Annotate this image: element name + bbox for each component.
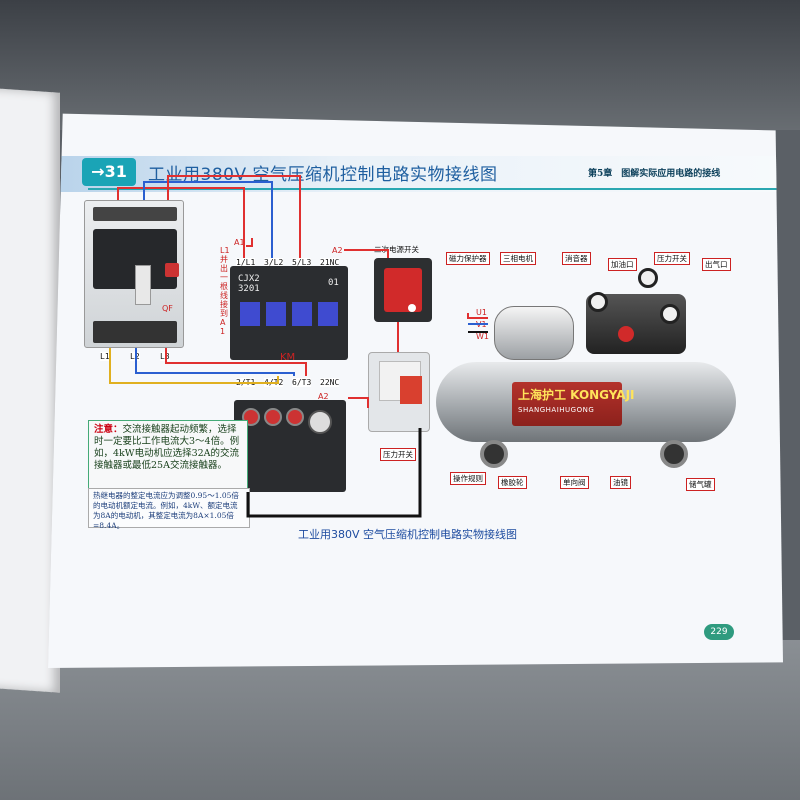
note-thermal-relay: 热继电器的整定电流应为调整0.95～1.05倍的电动机额定电流。例如，4kW、额…	[88, 488, 250, 530]
a2-top-label: A2	[332, 246, 343, 255]
brand-name: 上海护工 KONGYAJI	[518, 388, 635, 402]
l1-a1-note: L1并出一根线接到A1	[220, 246, 230, 336]
air-outlet-label: 出气口	[702, 258, 731, 271]
wheel-left	[480, 440, 508, 468]
v1-label: V1	[476, 320, 487, 329]
oil-mirror-label: 油镜	[610, 476, 631, 489]
contactor-term-5: 5/L3	[292, 258, 312, 267]
u1-label: U1	[476, 308, 487, 317]
tank-label: 储气罐	[686, 478, 715, 491]
contactor-term-22: 22NC	[320, 378, 340, 387]
breaker-out-l3: L3	[160, 352, 170, 361]
page-title: 工业用380V 空气压缩机控制电路实物接线图	[148, 165, 498, 185]
contactor-term-3: 3/L2	[264, 258, 284, 267]
rubber-wheel-label: 橡胶轮	[498, 476, 527, 489]
w1-label: W1	[476, 332, 489, 341]
check-valve-label: 单向阀	[560, 476, 589, 489]
contactor-term-21: 21NC	[320, 258, 340, 267]
figure-caption: 工业用380V 空气压缩机控制电路实物接线图	[298, 528, 518, 541]
silencer-label: 消音器	[562, 252, 591, 265]
oil-filler-label: 加油口	[608, 258, 637, 271]
book-page: →31 工业用380V 空气压缩机控制电路实物接线图 第5章 图解实际应用电路的…	[48, 113, 783, 668]
rocker-switch	[374, 258, 432, 322]
breaker-out-l1: L1	[100, 352, 110, 361]
section-badge: →31	[82, 158, 136, 186]
circuit-breaker	[84, 200, 184, 348]
a2-bottom-label: A2	[318, 392, 329, 401]
pressure-switch2-label: 压力开关	[654, 252, 690, 265]
a1-label: A1	[234, 238, 245, 247]
contactor-term-6: 6/T3	[292, 378, 312, 387]
motor-label: 三相电机	[500, 252, 536, 265]
brand-sub: SHANGHAIHUGONG	[518, 406, 595, 414]
contactor-term-4: 4/T2	[264, 378, 284, 387]
background-top	[0, 0, 800, 130]
pressure-switch	[368, 352, 430, 432]
brand-plate	[512, 382, 622, 426]
ac-contactor: CJX2 3201 01	[230, 266, 348, 360]
wheel-right	[660, 440, 688, 468]
three-phase-motor	[494, 306, 574, 360]
magnetic-protector-label: 磁力保护器	[446, 252, 490, 265]
contactor-term-2: 2/T1	[236, 378, 256, 387]
breaker-tag: QF	[162, 304, 173, 313]
breaker-out-l2: L2	[130, 352, 140, 361]
secondary-switch-label: 二次电源开关	[374, 245, 419, 254]
pressure-switch-label: 压力开关	[380, 448, 416, 461]
contactor-term-1: 1/L1	[236, 258, 256, 267]
operating-rules-label: 操作规则	[450, 472, 486, 485]
chapter-heading: 第5章 图解实际应用电路的接线	[588, 169, 721, 179]
page-number: 229	[704, 624, 734, 640]
divider	[88, 188, 778, 190]
km-tag: KM	[280, 352, 296, 363]
thermal-relay	[234, 400, 346, 492]
